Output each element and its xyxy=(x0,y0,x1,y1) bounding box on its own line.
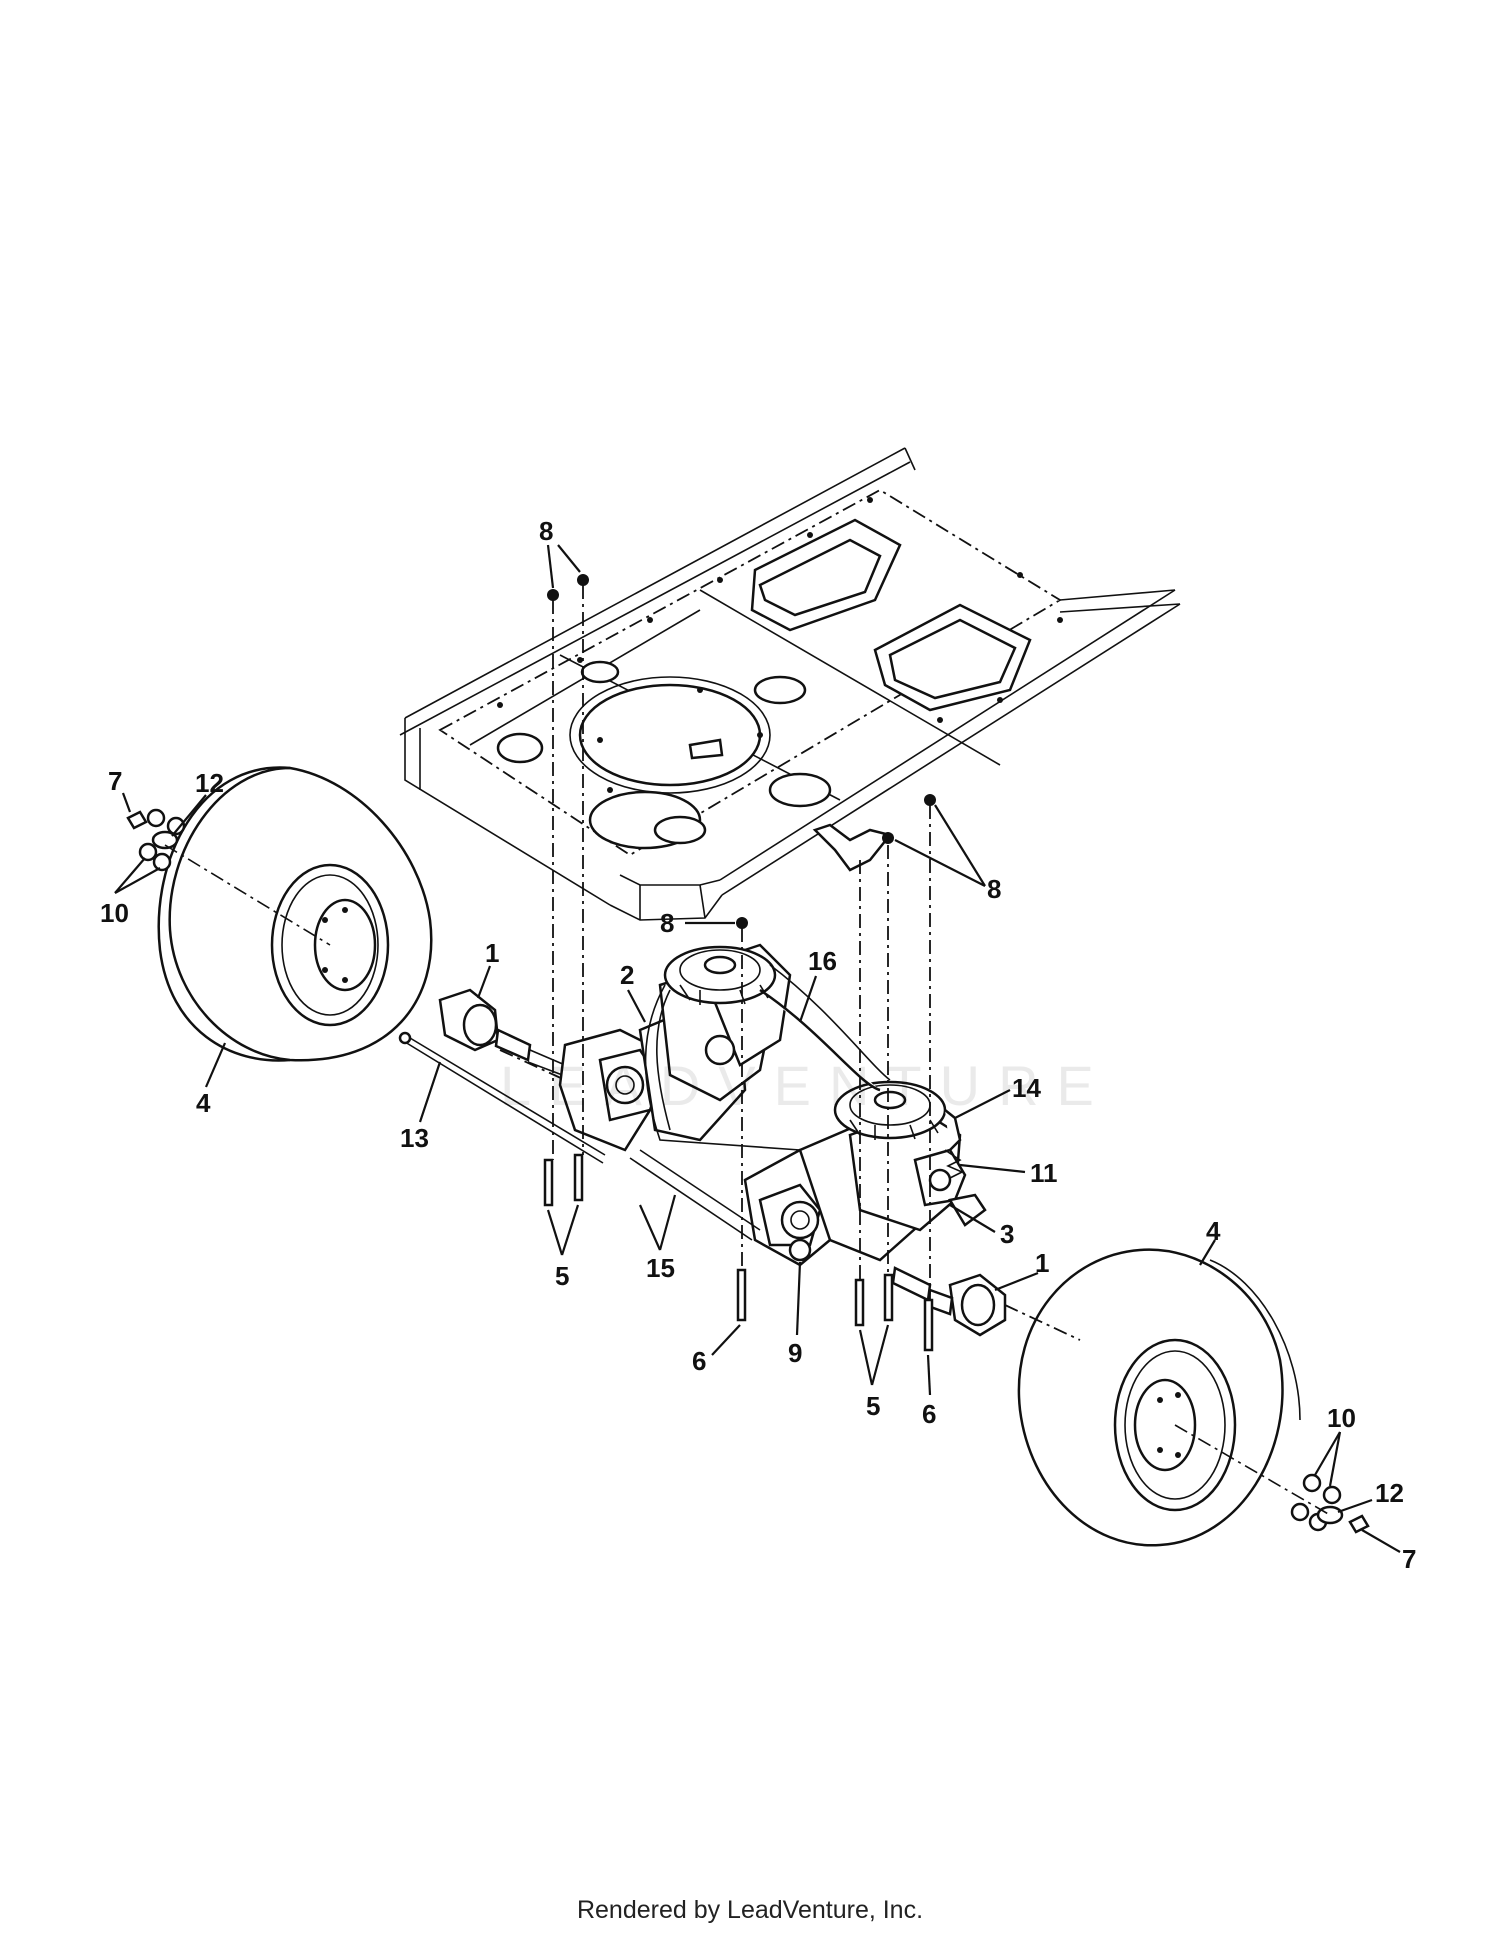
left-pulley xyxy=(663,945,777,1005)
link-rods xyxy=(398,1031,761,1241)
chassis-frame xyxy=(399,447,1181,921)
right-hub xyxy=(926,1273,1007,1337)
drive-belt xyxy=(644,964,891,1151)
right-transaxle xyxy=(743,1108,987,1267)
callout-11: 11 xyxy=(1030,1158,1058,1188)
callouts: 8 8 8 7 12 10 1 4 13 2 16 14 11 3 15 5 5… xyxy=(100,516,1416,1574)
right-wheel xyxy=(1017,1248,1301,1547)
callout-5-left: 5 xyxy=(555,1261,569,1291)
callout-8-middle: 8 xyxy=(660,908,674,938)
callout-1-left: 1 xyxy=(485,938,499,968)
footer-credit: Rendered by LeadVenture, Inc. xyxy=(576,1896,924,1924)
left-wheel xyxy=(157,766,433,1062)
callout-13: 13 xyxy=(400,1123,429,1153)
callout-14: 14 xyxy=(1012,1073,1041,1103)
callout-4-right: 4 xyxy=(1206,1216,1221,1246)
right-wheel-hardware xyxy=(1174,1424,1370,1534)
callout-16: 16 xyxy=(808,946,837,976)
watermark: LEADVENTURE xyxy=(500,1054,1112,1117)
callout-3: 3 xyxy=(1000,1219,1014,1249)
left-hub xyxy=(438,988,532,1062)
callout-8-top: 8 xyxy=(539,516,553,546)
callout-5-right: 5 xyxy=(866,1391,880,1421)
callout-1-right: 1 xyxy=(1035,1248,1049,1278)
callout-2: 2 xyxy=(620,960,634,990)
callout-9: 9 xyxy=(788,1338,802,1368)
callout-10-right: 10 xyxy=(1327,1403,1356,1433)
left-wheel-hardware xyxy=(126,808,331,946)
callout-15: 15 xyxy=(646,1253,675,1283)
watermark-text: LEADVENTURE xyxy=(500,1054,1112,1117)
assembly-lines xyxy=(499,585,1081,1341)
leader-lines xyxy=(114,544,1401,1553)
callout-7-right: 7 xyxy=(1402,1544,1416,1574)
callout-12-left: 12 xyxy=(195,768,224,798)
callout-7-left: 7 xyxy=(108,766,122,796)
callout-6-left: 6 xyxy=(692,1346,706,1376)
callout-12-right: 12 xyxy=(1375,1478,1404,1508)
callout-4-left: 4 xyxy=(196,1088,211,1118)
callout-8-right: 8 xyxy=(987,874,1001,904)
bolts xyxy=(543,574,936,1352)
callout-6-right: 6 xyxy=(922,1399,936,1429)
callout-10-left: 10 xyxy=(100,898,129,928)
bracket-and-spring xyxy=(944,1109,964,1179)
